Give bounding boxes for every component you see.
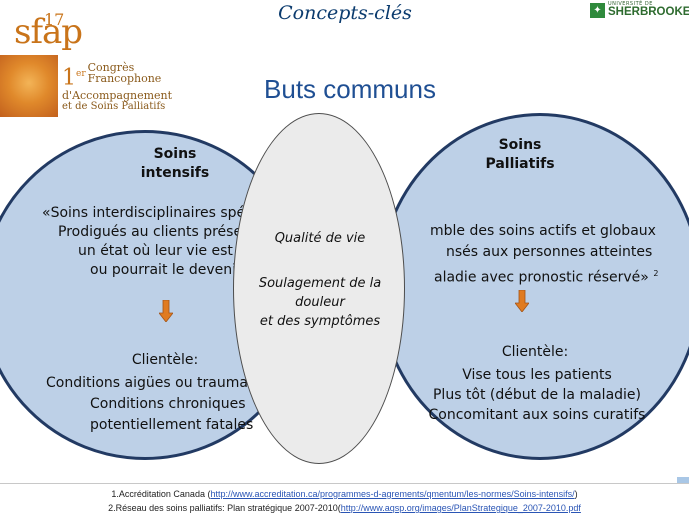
reference-2: 2.Réseau des soins palliatifs: Plan stra… — [108, 503, 581, 513]
university-logo: ✦ UNIVERSITÉ DE SHERBROOKE — [588, 0, 689, 22]
left-clientele-list: Conditions aigües ou trauma Conditions c… — [46, 375, 254, 433]
congress-title: 1er Congrès Francophone d'Accompagnement… — [62, 61, 173, 113]
soins-palliatifs-circle — [378, 113, 689, 460]
down-arrow-icon — [159, 300, 173, 322]
right-clientele-label: Clientèle: — [501, 344, 569, 360]
left-clientele-label: Clientèle: — [131, 352, 199, 368]
university-shield-icon: ✦ — [590, 3, 605, 18]
common-goals-oval — [233, 113, 405, 464]
reference-1: 1.Accréditation Canada (http://www.accre… — [111, 489, 578, 499]
logo-number: 17 — [44, 10, 65, 29]
right-heading: Soins Palliatifs — [485, 137, 555, 172]
concepts-title: Concepts-clés — [278, 2, 412, 24]
down-arrow-icon — [515, 290, 529, 312]
references-footer: 1.Accréditation Canada (http://www.accre… — [0, 483, 689, 518]
center-goal-relief: Soulagement de la douleur et des symptôm… — [258, 276, 382, 329]
reference-2-link[interactable]: http://www.aqsp.org/images/PlanStrategiq… — [340, 503, 581, 513]
footer-accent — [677, 477, 689, 483]
sfap-logo: 17 sfap 1er Congrès Francophone d'Accomp… — [0, 0, 175, 120]
left-heading: Soins intensifs — [140, 146, 210, 181]
left-definition: «Soins interdisciplinaires spé Prodigués… — [42, 205, 260, 278]
right-clientele-list: Vise tous les patients Plus tôt (début d… — [428, 367, 646, 423]
slide-title: Buts communs — [264, 74, 436, 104]
right-definition: mble des soins actifs et globaux nsés au… — [430, 223, 659, 286]
center-goal-quality: Qualité de vie — [274, 231, 366, 246]
logo-acronym: sfap — [14, 12, 83, 52]
reference-1-link[interactable]: http://www.accreditation.ca/programmes-d… — [210, 489, 575, 499]
congress-emblem-image — [0, 55, 58, 117]
